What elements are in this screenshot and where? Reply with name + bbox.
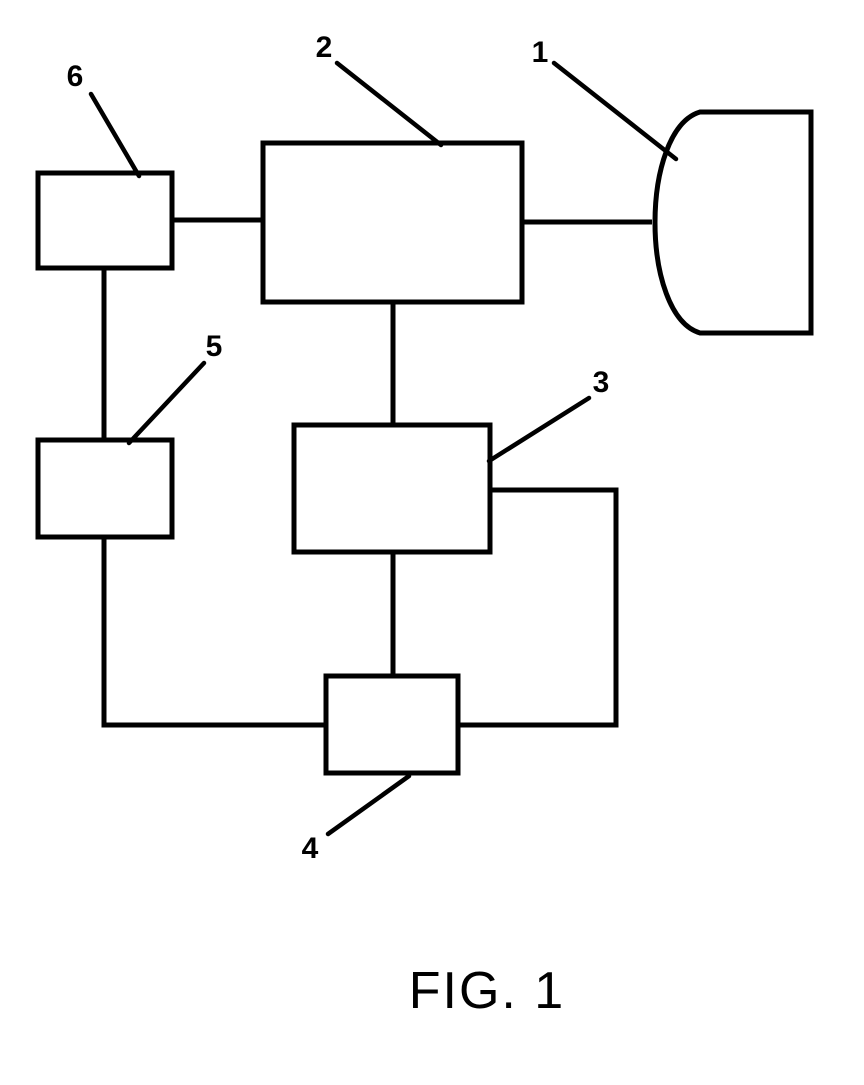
reference-leader-lines	[88, 60, 679, 837]
connection-wires	[101, 217, 652, 728]
leader-line-4	[325, 773, 412, 837]
reference-numerals: 6 2 1 5 3 4	[67, 31, 610, 865]
blocks	[35, 109, 814, 776]
figure-caption: FIG. 1	[409, 962, 565, 1020]
ref-numeral-2: 2	[316, 31, 333, 64]
ref-numeral-5: 5	[206, 330, 223, 363]
block-3[interactable]	[291, 422, 493, 555]
leader-line-2	[334, 60, 444, 148]
block-4[interactable]	[323, 673, 461, 776]
ref-numeral-4: 4	[302, 832, 319, 865]
ref-numeral-1: 1	[532, 36, 549, 69]
leader-line-3	[486, 395, 592, 464]
ref-numeral-6: 6	[67, 60, 84, 93]
block-6[interactable]	[35, 170, 175, 271]
ref-numeral-3: 3	[593, 366, 610, 399]
leader-line-6	[88, 91, 142, 179]
block-2[interactable]	[260, 140, 525, 305]
leader-line-1	[551, 60, 679, 162]
wire-5-to-4	[101, 535, 328, 728]
block-1-speaker[interactable]	[652, 109, 814, 336]
leader-line-5	[126, 360, 207, 446]
block-5[interactable]	[35, 437, 175, 540]
wire-3-to-4-feedback	[456, 487, 619, 728]
